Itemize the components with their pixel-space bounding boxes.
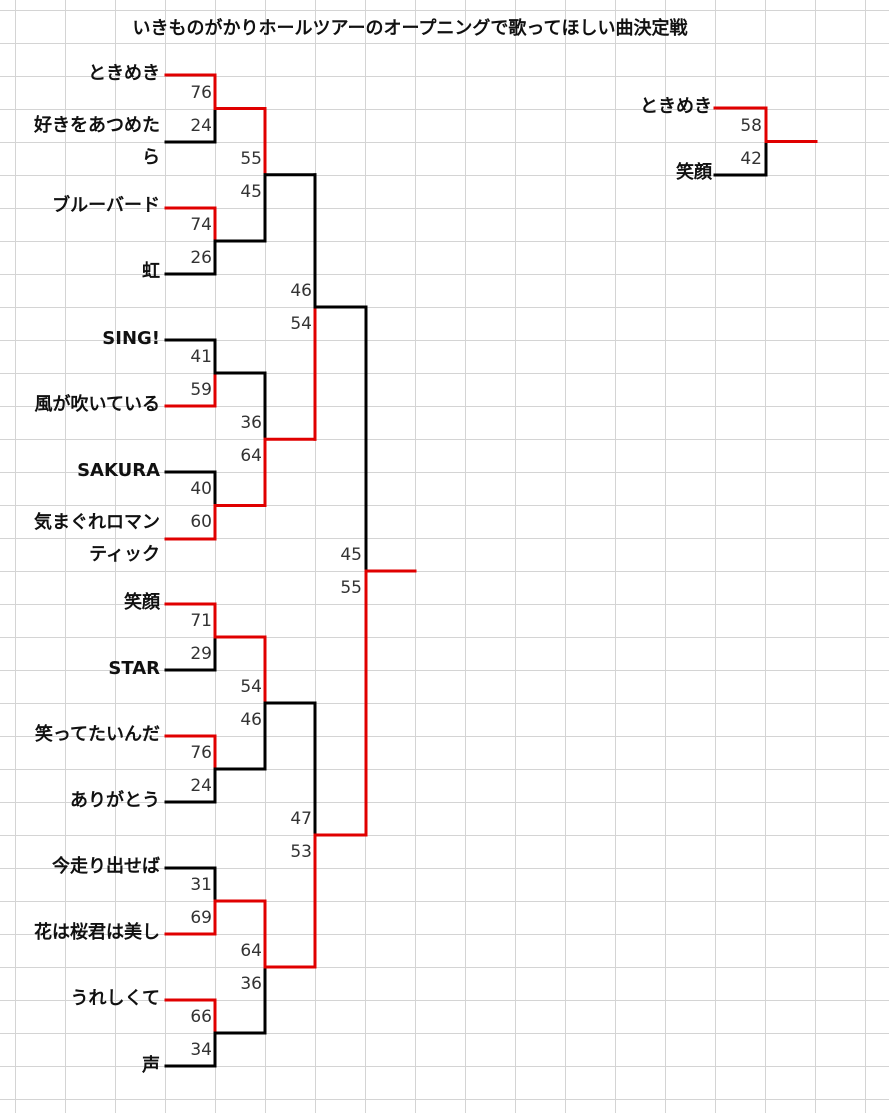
r1-score: 24 xyxy=(190,116,212,136)
song-label-14: 花は桜君は美し xyxy=(34,922,160,943)
r1-score: 59 xyxy=(190,380,212,400)
song-label-10: STAR xyxy=(108,658,160,679)
block-final-score: 55 xyxy=(340,578,362,598)
final-score: 42 xyxy=(740,149,762,169)
song-label-4: 虹 xyxy=(142,261,160,282)
bracket-title: いきものがかりホールツアーのオープニングで歌ってほしい曲決定戦 xyxy=(132,18,688,39)
r2-score: 36 xyxy=(240,974,262,994)
semifinal-score: 46 xyxy=(290,281,312,301)
r1-score: 34 xyxy=(190,1040,212,1060)
song-label-12: ありがとう xyxy=(70,790,160,811)
r2-score: 54 xyxy=(240,677,262,697)
r1-score: 74 xyxy=(190,215,212,235)
song-label-7: SAKURA xyxy=(77,460,160,481)
semifinal-score: 53 xyxy=(290,842,312,862)
r1-score: 26 xyxy=(190,248,212,268)
r1-score: 29 xyxy=(190,644,212,664)
r1-score: 40 xyxy=(190,479,212,499)
r2-score: 55 xyxy=(240,149,262,169)
song-label-3: ブルーバード xyxy=(52,195,160,216)
song-label-1: ときめき xyxy=(88,63,160,84)
final-song-bottom: 笑顔 xyxy=(676,162,712,183)
final-score: 58 xyxy=(740,116,762,136)
block-final-score: 45 xyxy=(340,545,362,565)
r1-score: 31 xyxy=(190,875,212,895)
song-label-6: 風が吹いている xyxy=(34,394,160,415)
r1-score: 66 xyxy=(190,1007,212,1027)
semifinal-score: 47 xyxy=(290,809,312,829)
r1-score: 41 xyxy=(190,347,212,367)
song-label-13: 今走り出せば xyxy=(52,856,160,877)
r2-score: 45 xyxy=(240,182,262,202)
song-label-5: SING! xyxy=(102,328,160,349)
r1-score: 69 xyxy=(190,908,212,928)
r1-score: 24 xyxy=(190,776,212,796)
semifinal-score: 54 xyxy=(290,314,312,334)
song-label-9: 笑顔 xyxy=(124,592,160,613)
final-song-top: ときめき xyxy=(640,96,712,117)
song-label-16: 声 xyxy=(142,1055,160,1076)
song-label-8: 気まぐれロマンティック xyxy=(34,512,160,565)
r2-score: 36 xyxy=(240,413,262,433)
song-label-11: 笑ってたいんだ xyxy=(34,724,160,745)
r1-score: 76 xyxy=(190,83,212,103)
r1-score: 60 xyxy=(190,512,212,532)
r2-score: 64 xyxy=(240,941,262,961)
song-label-15: うれしくて xyxy=(70,988,160,1009)
r1-score: 76 xyxy=(190,743,212,763)
r1-score: 71 xyxy=(190,611,212,631)
r2-score: 46 xyxy=(240,710,262,730)
r2-score: 64 xyxy=(240,446,262,466)
song-label-2: 好きをあつめたら xyxy=(34,115,160,168)
